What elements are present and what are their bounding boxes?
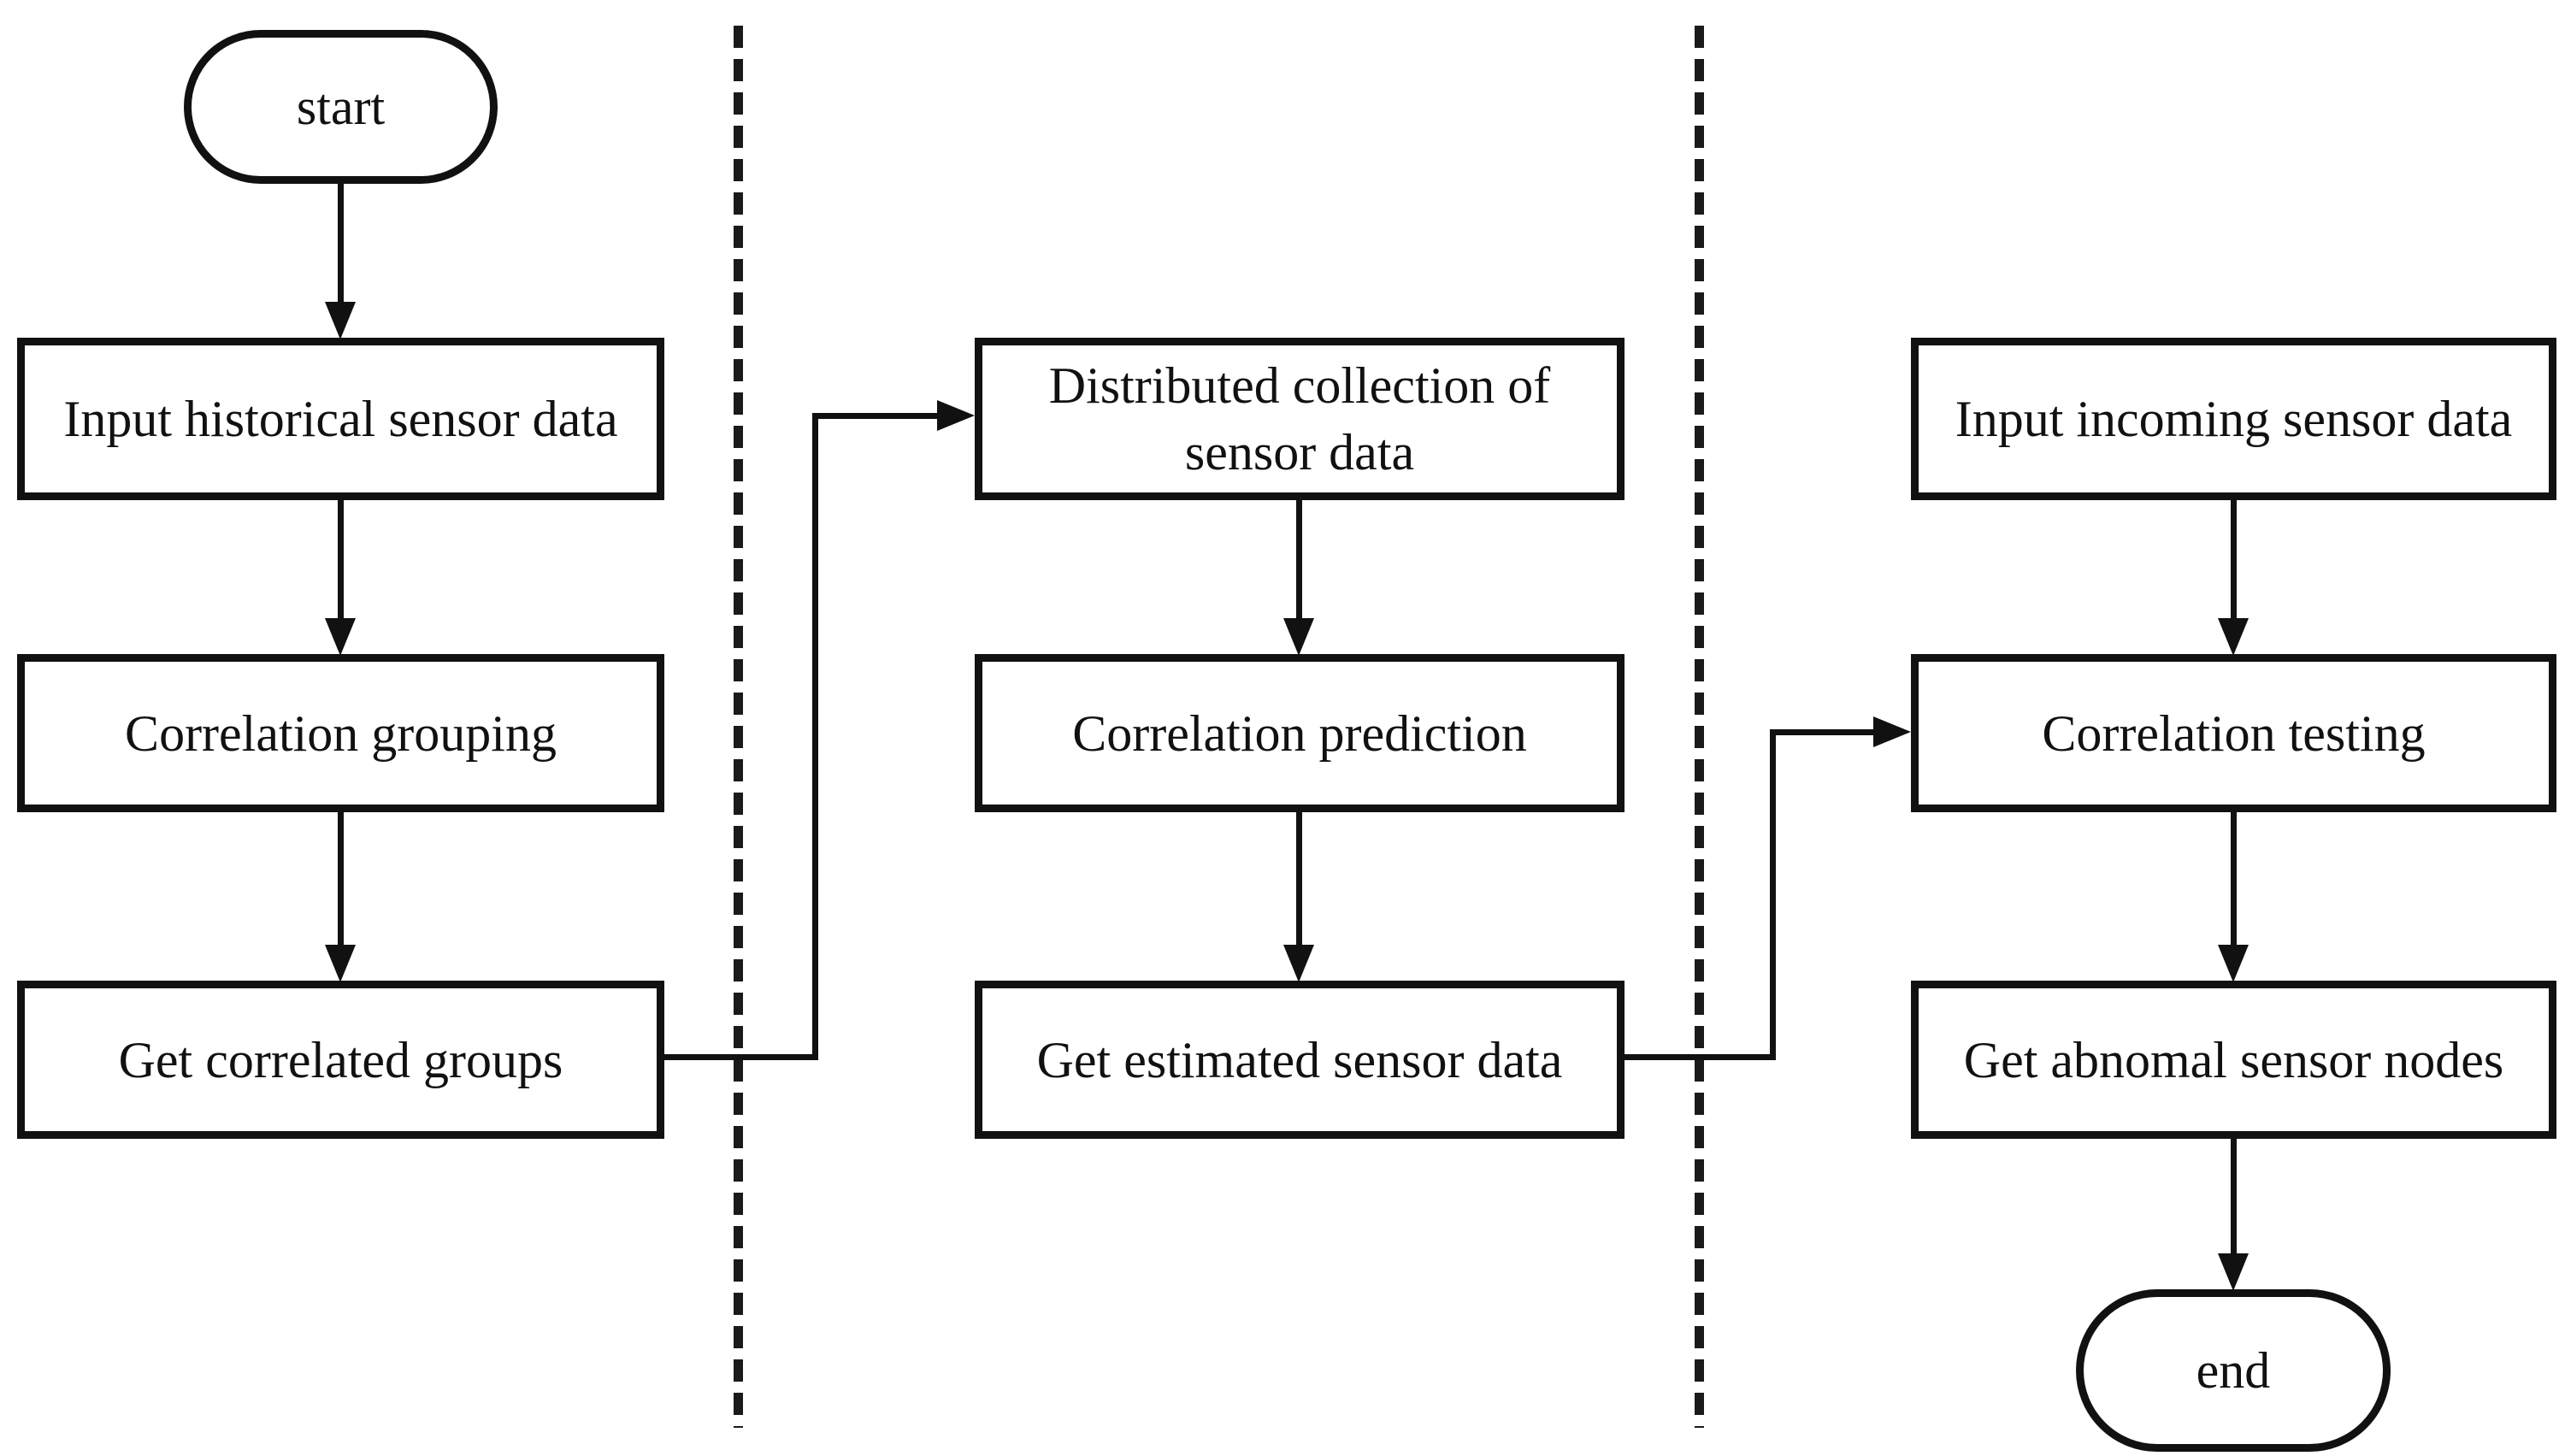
lane-divider-1 — [734, 26, 743, 1428]
connector-abnomal-to-end — [2231, 1139, 2237, 1255]
arrowhead-down-icon — [1283, 618, 1314, 656]
arrowhead-down-icon — [325, 618, 356, 656]
connector-input-historical-to-grouping — [338, 500, 344, 620]
node-input-historical-sensor-data: Input historical sensor data — [17, 338, 664, 500]
arrowhead-right-icon — [937, 400, 975, 431]
connector-correlated-to-distributed-seg2 — [812, 413, 818, 1060]
connector-estimated-to-testing-seg2 — [1770, 729, 1776, 1060]
node-get-abnomal-sensor-nodes: Get abnomal sensor nodes — [1911, 981, 2556, 1139]
node-distributed-collection: Distributed collection of sensor data — [975, 338, 1624, 500]
connector-incoming-to-testing — [2231, 500, 2237, 620]
connector-estimated-to-testing-seg1 — [1624, 1054, 1776, 1060]
node-start: start — [184, 30, 498, 184]
arrowhead-down-icon — [1283, 945, 1314, 982]
connector-prediction-to-estimated — [1296, 812, 1302, 946]
node-correlation-testing: Correlation testing — [1911, 654, 2556, 812]
connector-estimated-to-testing-seg3 — [1770, 729, 1874, 735]
connector-correlated-to-distributed-seg3 — [812, 413, 940, 419]
arrowhead-down-icon — [325, 302, 356, 339]
node-correlation-grouping: Correlation grouping — [17, 654, 664, 812]
node-get-estimated-sensor-data: Get estimated sensor data — [975, 981, 1624, 1139]
node-input-incoming-sensor-data: Input incoming sensor data — [1911, 338, 2556, 500]
arrowhead-down-icon — [2218, 945, 2249, 982]
node-correlation-prediction: Correlation prediction — [975, 654, 1624, 812]
arrowhead-down-icon — [325, 945, 356, 982]
connector-distributed-to-prediction — [1296, 500, 1302, 620]
node-get-correlated-groups: Get correlated groups — [17, 981, 664, 1139]
node-end: end — [2076, 1289, 2391, 1452]
arrowhead-down-icon — [2218, 1253, 2249, 1291]
arrowhead-down-icon — [2218, 618, 2249, 656]
connector-testing-to-abnomal — [2231, 812, 2237, 946]
lane-divider-2 — [1695, 26, 1704, 1428]
connector-correlated-to-distributed-seg1 — [664, 1054, 818, 1060]
arrowhead-right-icon — [1873, 716, 1911, 747]
connector-grouping-to-correlated-groups — [338, 812, 344, 946]
connector-start-to-input-historical — [338, 184, 344, 304]
